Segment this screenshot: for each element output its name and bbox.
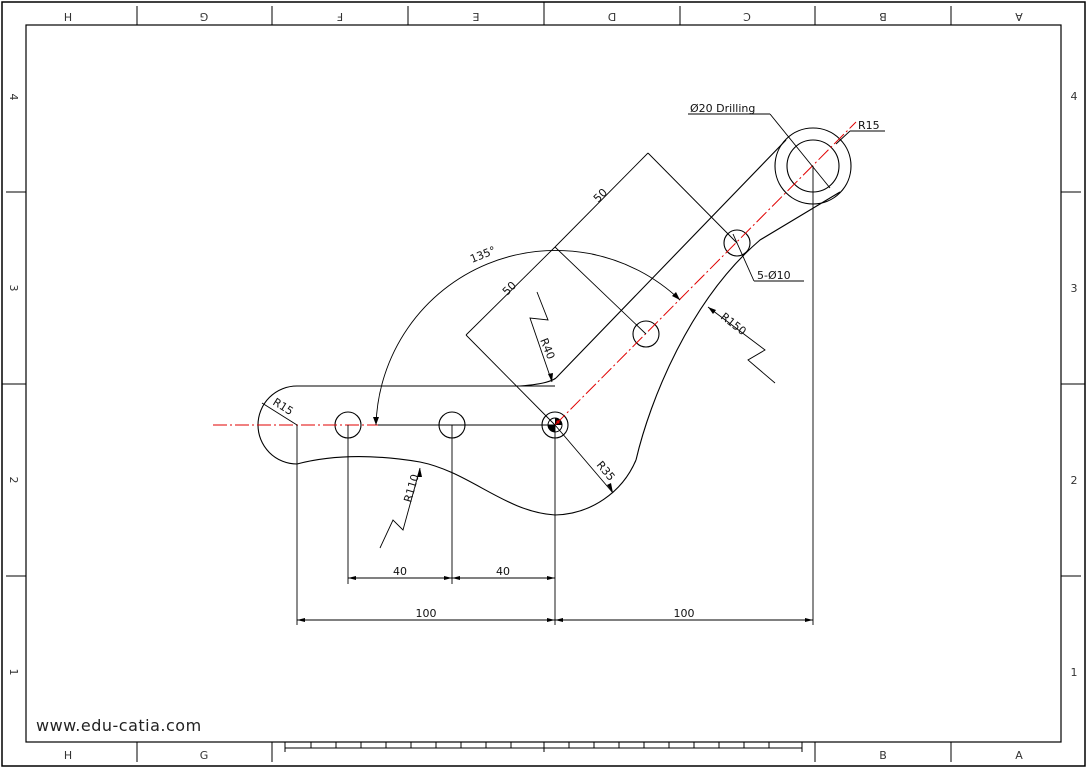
arrowheads [297, 292, 813, 622]
left-zone-dividers [2, 191, 26, 577]
zone-label-left-2: 2 [7, 477, 20, 484]
dim-50-lower-label: 50 [500, 279, 519, 298]
dim-40-right-label: 40 [496, 565, 510, 578]
holes-label: 5-Ø10 [757, 269, 791, 282]
dim-40-left-label: 40 [393, 565, 407, 578]
watermark-text: www.edu-catia.com [36, 716, 202, 735]
zone-label-top-d: D [608, 10, 616, 23]
zone-label-bottom-g: G [200, 749, 209, 762]
bottom-zone-labels: H G B A [64, 749, 1023, 762]
zone-label-top-c: C [743, 10, 751, 23]
inner-frame [25, 24, 1062, 743]
top-zone-dividers [136, 2, 952, 25]
zone-label-top-g: G [200, 10, 209, 23]
zone-label-top-a: A [1015, 10, 1023, 23]
drilling-label: Ø20 Drilling [690, 102, 755, 115]
zone-label-top-f: F [337, 10, 343, 23]
r110-label: R110 [401, 473, 421, 504]
dimension-labels: Ø20 Drilling R15 5-Ø10 R150 R40 135° 50 … [270, 102, 879, 620]
zone-label-bottom-a: A [1015, 749, 1023, 762]
r15-left-label: R15 [270, 396, 295, 418]
part-outline [257, 127, 852, 516]
dim-100-right-label: 100 [674, 607, 695, 620]
zone-label-right-1: 1 [1071, 666, 1078, 679]
dimension-lines [261, 113, 885, 625]
angle-label: 135° [468, 244, 497, 266]
right-zone-labels: 4 3 2 1 [1071, 90, 1078, 679]
zone-label-top-h: H [64, 10, 72, 23]
left-zone-labels: 4 3 2 1 [7, 94, 20, 676]
zone-label-left-1: 1 [7, 669, 20, 676]
dim-100-left-label: 100 [416, 607, 437, 620]
r35-label: R35 [594, 459, 618, 484]
zone-label-left-3: 3 [7, 285, 20, 292]
zone-label-left-4: 4 [7, 94, 20, 101]
dim-50-upper-label: 50 [591, 186, 610, 205]
top-zone-labels: H G F E D C B A [64, 10, 1023, 23]
bottom-zone-dividers [136, 742, 952, 762]
scale-ruler [284, 742, 803, 752]
r15-top-label: R15 [858, 119, 880, 132]
right-zone-dividers [1061, 191, 1085, 577]
zone-label-right-2: 2 [1071, 474, 1078, 487]
zone-label-top-b: B [879, 10, 887, 23]
centerlines [213, 121, 857, 426]
zone-label-right-4: 4 [1071, 90, 1078, 103]
zone-label-bottom-b: B [879, 749, 887, 762]
zone-label-right-3: 3 [1071, 282, 1078, 295]
zone-label-top-e: E [472, 10, 479, 23]
zone-label-bottom-h: H [64, 749, 72, 762]
